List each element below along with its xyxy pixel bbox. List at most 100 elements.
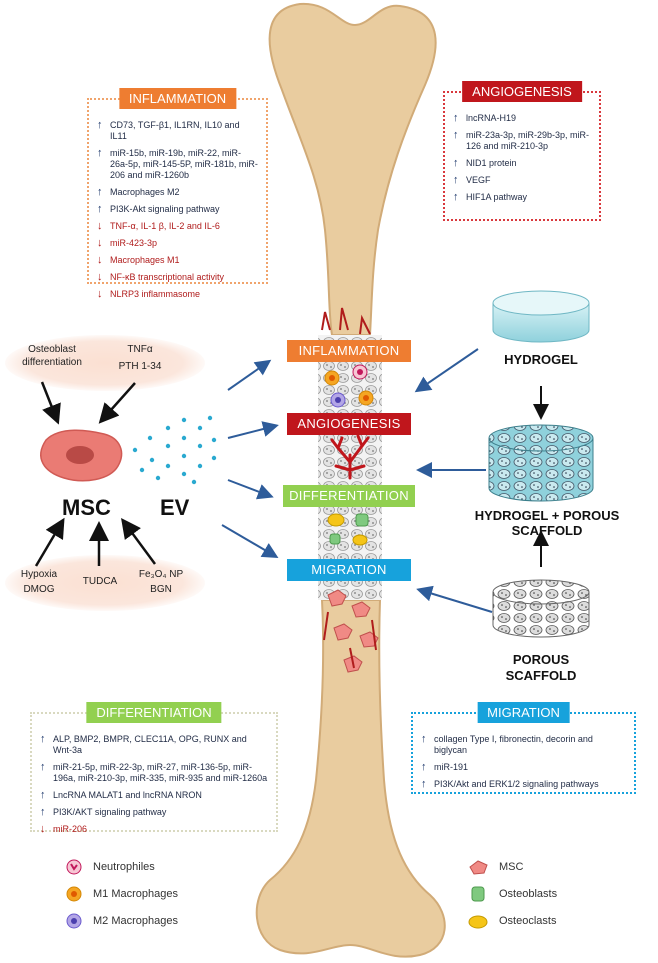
arrow-down-icon: ↓ [97, 237, 103, 249]
migration-list: ↑collagen Type I, fibronectin, decorin a… [421, 734, 626, 790]
hydrogel-label: HYDROGEL [504, 352, 578, 367]
list-item: ↑ CD73, TGF-β1, IL1RN, IL10 and IL11 [97, 120, 258, 142]
arrow-up-icon: ↑ [97, 186, 103, 198]
arrow-up-icon: ↑ [453, 174, 459, 186]
list-item-text: PI3K/AKT signaling pathway [53, 807, 167, 817]
dmog-label: DMOG [23, 584, 55, 595]
list-item-text: miR-191 [434, 762, 469, 772]
list-item-text: lncRNA-H19 [466, 113, 517, 123]
list-item: ↓miR-423-3p [97, 238, 258, 249]
bone-lower [255, 599, 446, 958]
list-item: ↑miR-21-5p, miR-22-3p, miR-27, miR-136-5… [40, 762, 268, 784]
arrow-up-icon: ↑ [421, 778, 427, 790]
msc-icon [469, 860, 488, 875]
arrow-down-icon: ↓ [40, 823, 46, 835]
list-item-text: Macrophages M1 [110, 255, 180, 265]
arrow-up-icon: ↑ [453, 157, 459, 169]
migration-box: MIGRATION ↑collagen Type I, fibronectin,… [411, 702, 636, 794]
list-item-text: CD73, TGF-β1, IL1RN, IL10 and IL11 [110, 120, 240, 141]
ev-label: EV [160, 495, 190, 520]
inflammation-list: ↑CD73, TGF-β1, IL1RN, IL10 and IL11↑miR-… [97, 120, 258, 300]
osteoclast-icon [468, 915, 488, 929]
legend-osteoblasts: Osteoblasts [467, 885, 557, 903]
arrow-up-icon: ↑ [421, 733, 427, 745]
stimulus-blob-top [5, 335, 205, 391]
inflammation-cells [324, 364, 374, 408]
fe3o4-label: Fe₃O₄ NP [138, 569, 184, 580]
list-item: ↑ Macrophages M2 [97, 187, 258, 198]
list-item: ↓ Macrophages M1 [97, 255, 258, 266]
list-item: ↑ PI3K/AKT signaling pathway [40, 807, 268, 818]
msc-label: MSC [62, 495, 111, 520]
inflammation-box: INFLAMMATION ↑ CD73, TGF-β1, IL1RN, IL10 … [87, 88, 268, 300]
list-item: ↑ HIF1A pathway [453, 192, 591, 203]
stage-angiogenesis: ANGIOGENESIS [287, 413, 411, 435]
arrow-up-icon: ↑ [453, 191, 459, 203]
list-item: ↑ lncRNA-H19 [453, 113, 591, 124]
legend-m1-label: M1 Macrophages [93, 888, 178, 900]
hydrogel-scaffold-label: HYDROGEL + POROUS SCAFFOLD [474, 508, 620, 538]
angiogenesis-box-title: ANGIOGENESIS [462, 81, 582, 102]
legend-osteoclasts: Osteoclasts [467, 912, 556, 930]
blood-vessel [330, 434, 370, 480]
inflammation-box-title: INFLAMMATION [118, 88, 237, 109]
list-item-text: PI3K-Akt signaling pathway [110, 204, 220, 214]
arrow-down-icon: ↓ [97, 220, 103, 232]
list-item-text: miR-21-5p, miR-22-3p, miR-27, miR-136-5p… [53, 762, 268, 783]
list-item: ↑ PI3K-Akt signaling pathway [97, 204, 258, 215]
list-item-text: VEGF [466, 175, 491, 185]
list-item-text: miR-15b, miR-19b, miR-22, miR-26a-5p, mi… [110, 148, 258, 180]
list-item-text: HIF1A pathway [466, 192, 528, 202]
differentiation-box: DIFFERENTIATION ↑ALP, BMP2, BMPR, CLEC11… [30, 702, 278, 835]
list-item: ↑ LncRNA MALAT1 and lncRNA NRON [40, 790, 268, 801]
tnf-label: TNFα [127, 344, 153, 355]
arrow-up-icon: ↑ [97, 203, 103, 215]
stage-inflammation: INFLAMMATION [287, 340, 411, 362]
differentiation-cells [327, 513, 369, 546]
migration-cells [323, 589, 379, 673]
list-item: ↑ PI3K/Akt and ERK1/2 signaling pathways [421, 779, 626, 790]
list-item-text: miR-206 [53, 824, 88, 834]
list-item: ↓NLRP3 inflammasome [97, 289, 258, 300]
list-item: ↑ VEGF [453, 175, 591, 186]
list-item-text: miR-23a-3p, miR-29b-3p, miR-126 and miR-… [466, 130, 590, 151]
legend-msc-label: MSC [499, 861, 524, 873]
arrow-up-icon: ↑ [421, 761, 427, 773]
legend-m2: M2 Macrophages [65, 912, 178, 930]
bone-upper [268, 2, 437, 336]
arrow-up-icon: ↑ [453, 112, 459, 124]
migration-box-title: MIGRATION [477, 702, 570, 723]
arrow-up-icon: ↑ [453, 129, 459, 141]
differentiation-list: ↑ALP, BMP2, BMPR, CLEC11A, OPG, RUNX and… [40, 734, 268, 835]
list-item: ↑ALP, BMP2, BMPR, CLEC11A, OPG, RUNX and… [40, 734, 268, 756]
angiogenesis-list: ↑ lncRNA-H19 ↑ miR-23a-3p, miR-29b-3p, miR-… [453, 113, 591, 203]
list-item: ↓ miR-206 [40, 824, 268, 835]
list-item-text: LncRNA MALAT1 and lncRNA NRON [53, 790, 202, 800]
stage-migration: MIGRATION [287, 559, 411, 581]
list-item: ↑collagen Type I, fibronectin, decorin a… [421, 734, 626, 756]
tudca-label: TUDCA [82, 576, 118, 587]
legend-msc: MSC [467, 858, 523, 876]
legend-m2-label: M2 Macrophages [93, 915, 178, 927]
legend-m1: M1 Macrophages [65, 885, 178, 903]
arrow-down-icon: ↓ [97, 288, 103, 300]
list-item: ↑ miR-23a-3p, miR-29b-3p, miR-126 and miR… [453, 130, 591, 152]
list-item: ↑miR-15b, miR-19b, miR-22, miR-26a-5p, m… [97, 148, 258, 181]
legend-neutrophiles-label: Neutrophiles [93, 861, 155, 873]
arrow-up-icon: ↑ [40, 789, 46, 801]
osteoblast-diff-label: Osteoblast differentiation [22, 344, 82, 368]
legend-osteoblasts-label: Osteoblasts [499, 888, 558, 900]
arrow-up-icon: ↑ [40, 806, 46, 818]
legend-osteoclasts-label: Osteoclasts [499, 915, 557, 927]
list-item: ↓NF-κB transcriptional activity [97, 272, 258, 283]
hypoxia-label: Hypoxia [20, 569, 58, 580]
neutrophile-icon [66, 859, 82, 875]
pth-label: PTH 1-34 [118, 361, 162, 372]
arrow-down-icon: ↓ [97, 254, 103, 266]
list-item-text: PI3K/Akt and ERK1/2 signaling pathways [434, 779, 599, 789]
porous-scaffold-label-1: POROUS [512, 652, 570, 667]
list-item-text: Macrophages M2 [110, 187, 180, 197]
arrow-up-icon: ↑ [97, 119, 103, 131]
bgn-label: BGN [150, 584, 172, 595]
m2-macrophage-icon [66, 913, 82, 929]
